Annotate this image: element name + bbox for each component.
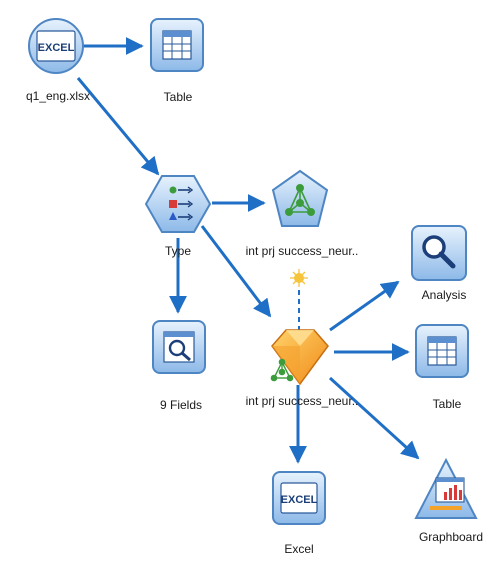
model-spark-icon — [290, 269, 308, 287]
label-neural-model: int prj success_neur.. — [245, 244, 359, 258]
table-right-node[interactable] — [415, 324, 469, 378]
data-audit-icon — [163, 331, 195, 363]
label-type: Type — [164, 244, 192, 258]
excel-icon-text: EXCEL — [38, 42, 75, 54]
nugget-network-icon — [270, 358, 294, 382]
excel-icon — [36, 30, 76, 62]
excel-icon-text: EXCEL — [281, 494, 318, 506]
source-excel-node[interactable]: EXCEL — [28, 18, 84, 74]
link-nugget-to-analysis[interactable] — [329, 280, 400, 332]
model-nugget-node[interactable] — [270, 329, 329, 386]
link-excel-to-type[interactable] — [76, 77, 160, 176]
label-table-right: Table — [432, 397, 462, 411]
label-graphboard: Graphboard — [418, 530, 484, 544]
label-fields-audit: 9 Fields — [159, 398, 203, 412]
neural-net-icon — [284, 184, 315, 217]
label-table-top: Table — [163, 90, 193, 104]
label-source-excel: q1_eng.xlsx — [25, 89, 91, 103]
table-icon — [427, 336, 457, 366]
excel-output-node[interactable]: EXCEL — [272, 471, 326, 525]
type-icon — [169, 186, 194, 221]
type-node[interactable] — [144, 175, 212, 233]
table-top-node[interactable] — [150, 18, 204, 72]
label-analysis: Analysis — [421, 288, 467, 302]
label-excel-output: Excel — [284, 542, 314, 556]
neural-model-node[interactable] — [271, 169, 329, 227]
link-nugget-to-graphboard[interactable] — [328, 376, 420, 460]
table-icon — [162, 30, 192, 60]
magnifier-icon — [422, 235, 456, 269]
graphboard-icon — [430, 477, 465, 510]
label-nugget: int prj success_neur.. — [245, 394, 359, 408]
graphboard-node[interactable] — [414, 457, 478, 519]
link-type-to-nugget[interactable] — [200, 225, 272, 318]
links — [76, 37, 420, 464]
fields-audit-node[interactable] — [152, 320, 206, 374]
excel-icon — [280, 482, 318, 514]
analysis-node[interactable] — [411, 225, 467, 281]
